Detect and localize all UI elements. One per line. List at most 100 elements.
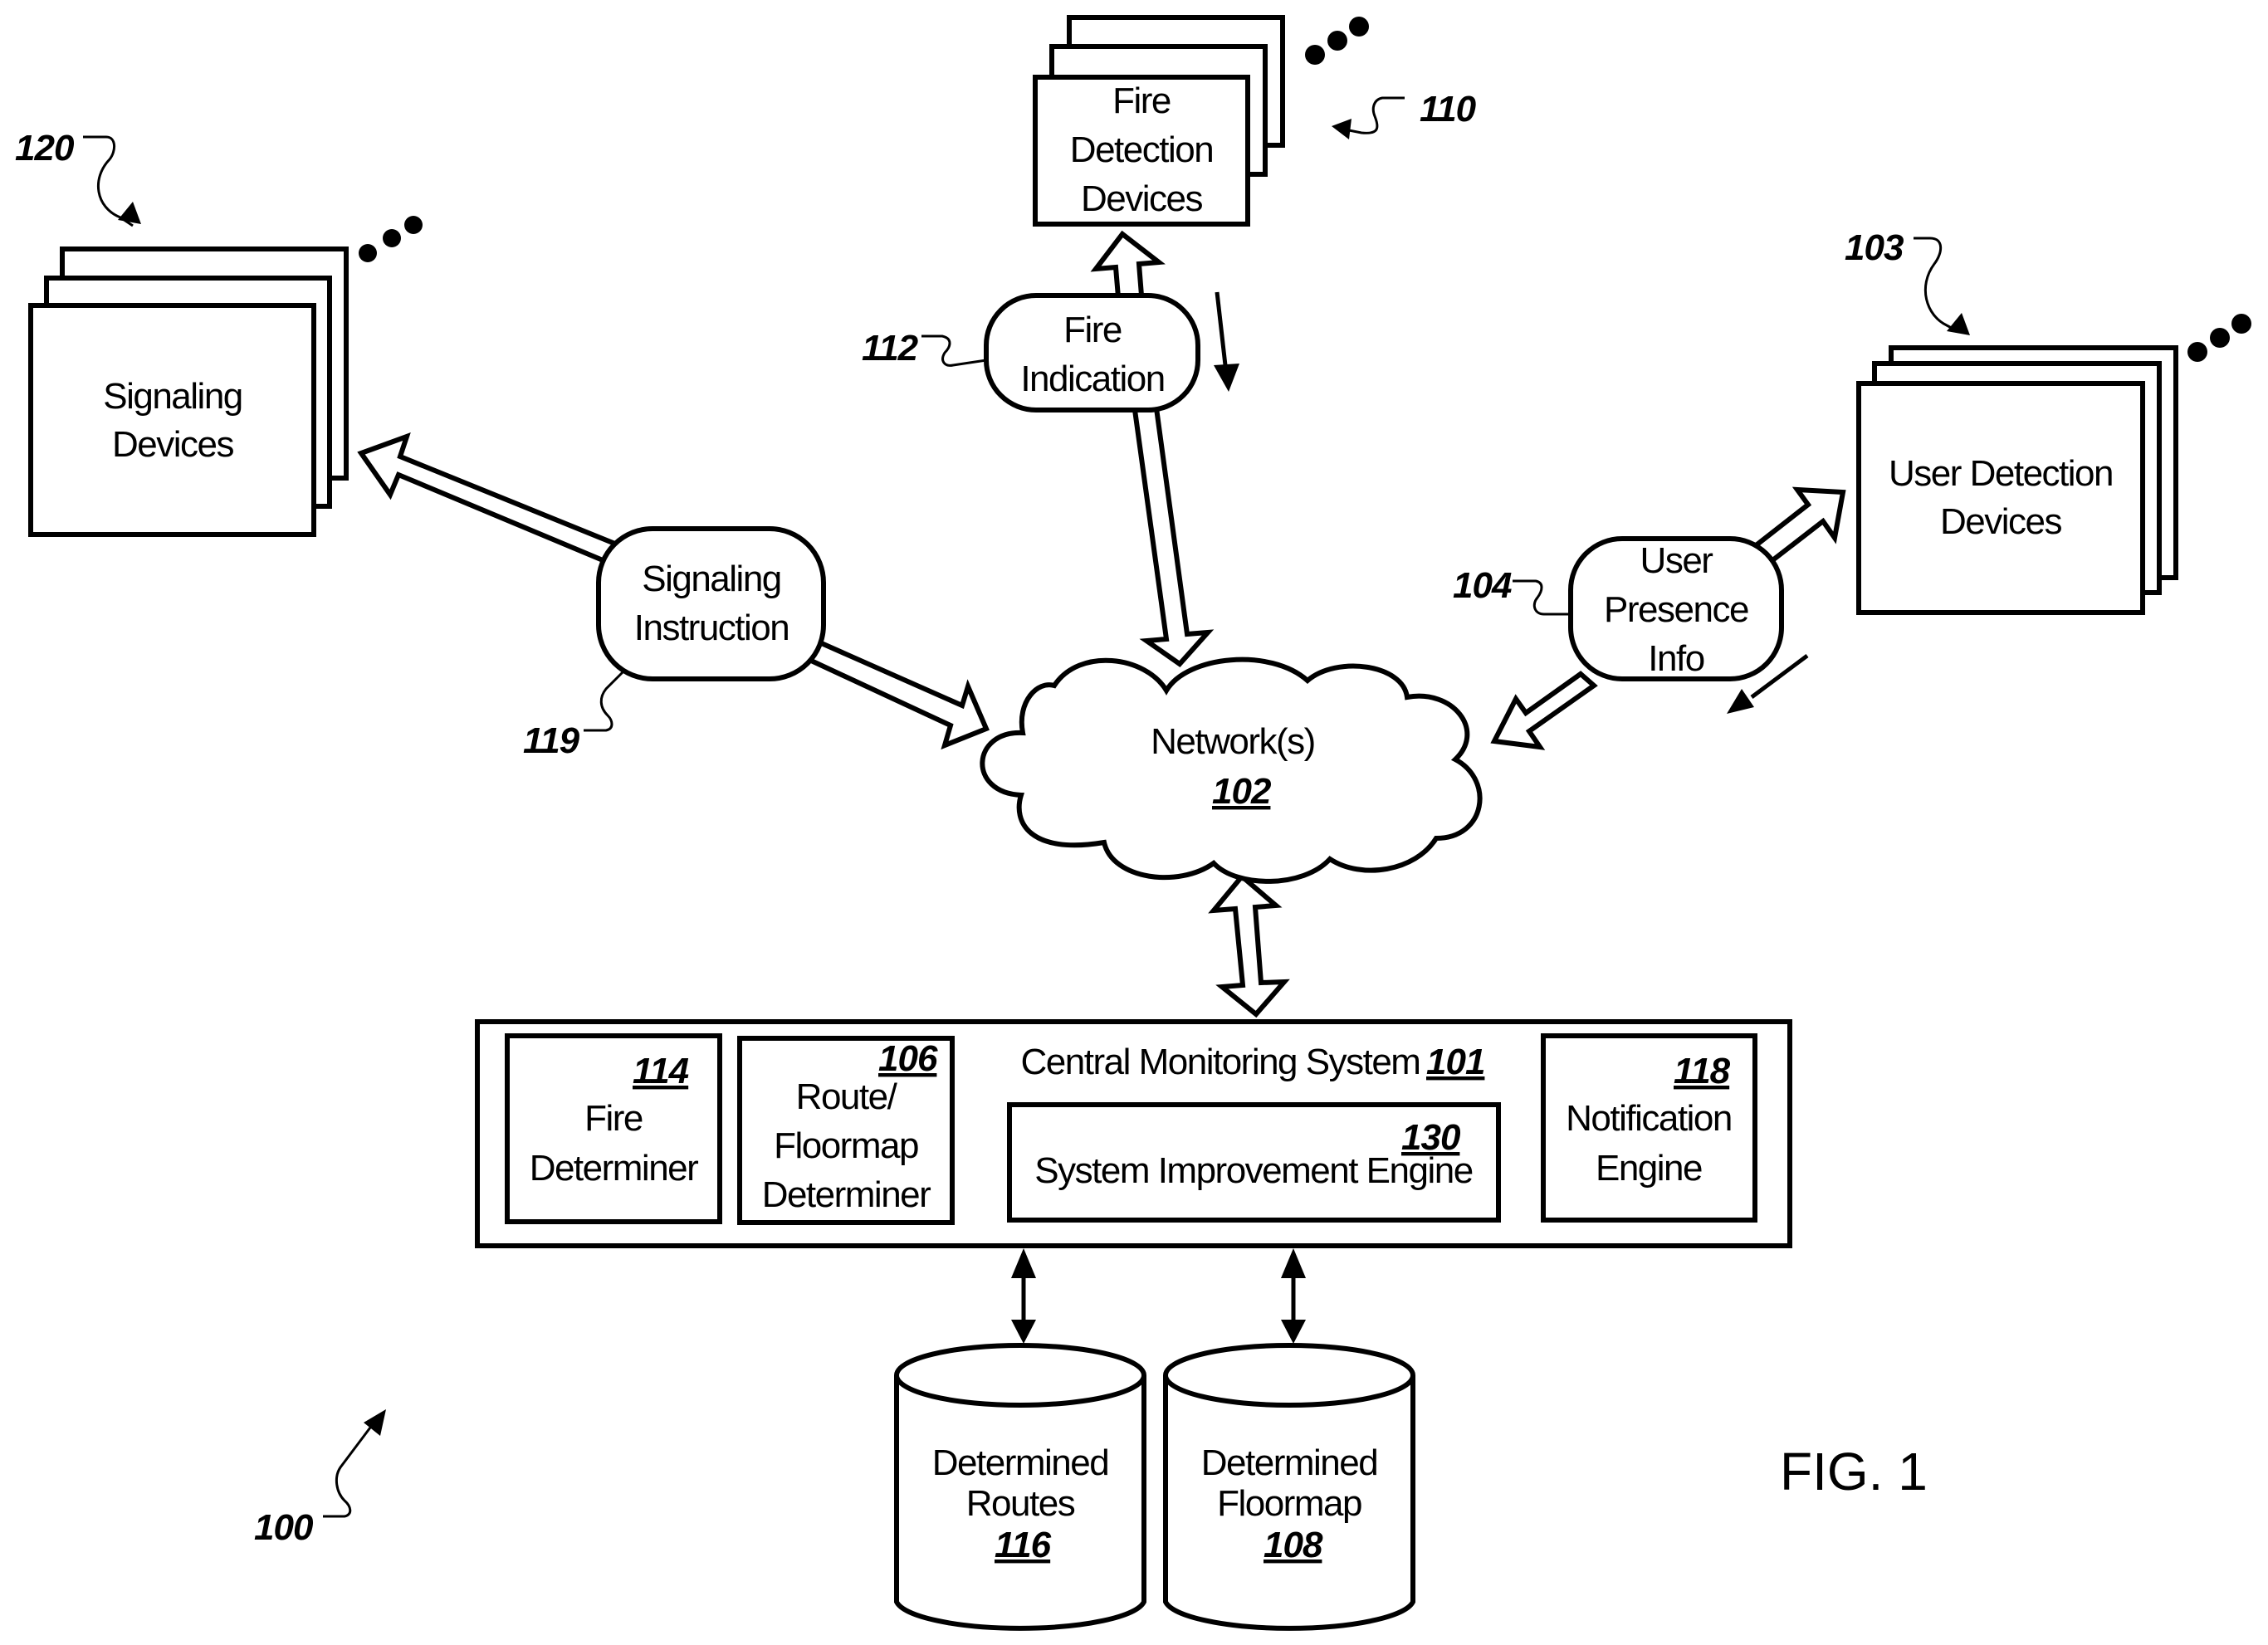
notification-engine-label-line1: Notification [1566,1098,1732,1139]
user-detection-label-line1: User Detection [1889,453,2113,494]
fire-determiner-label-line1: Fire [584,1098,643,1139]
ref-label-120: 120 [15,128,75,168]
network-cloud: Network(s) 102 [980,657,1483,884]
ref-label-104: 104 [1453,565,1512,606]
notification-engine-ref: 118 [1674,1051,1731,1091]
ellipsis-icon [1305,17,1369,65]
fire-determiner-ref: 114 [633,1051,689,1091]
ref-leader-100 [323,1420,377,1518]
ellipsis-icon [359,216,423,262]
user-presence-label-line2: Presence [1604,589,1748,630]
datastore-routes-label-line2: Routes [966,1483,1075,1524]
user-presence-info-bubble: User Presence Info [1568,536,1784,681]
route-floormap-determiner-box [737,1036,955,1225]
ref-leader-103 [1914,237,1960,334]
ref-leader-120 [83,135,134,227]
signaling-instruction-label-line2: Instruction [634,608,789,648]
user-presence-shape [1568,536,1784,681]
fire-determiner-label-line2: Determiner [530,1148,698,1189]
network-cms-double-arrow [1208,872,1290,1018]
datastore-floormap-label-line1: Determined [1201,1442,1377,1483]
ref-label-110: 110 [1420,89,1477,129]
signaling-instruction-to-devices-arrow [357,432,625,568]
route-floormap-determiner-ref: 106 [878,1038,938,1079]
notification-engine-label-line2: Engine [1596,1148,1702,1189]
system-improvement-engine-component: 130 System Improvement Engine [1007,1102,1501,1223]
cms-routes-double-arrow [1011,1248,1036,1344]
ref-label-112: 112 [862,328,919,369]
route-floormap-determiner-component: 106 Route/ Floormap Determiner [737,1036,955,1225]
ref-arrowhead-icon [1332,119,1352,139]
route-floormap-label-line1: Route/ [796,1076,898,1117]
datastore-determined-floormap: Determined Floormap 108 [1163,1343,1415,1631]
fire-indication-to-network-arrow [1132,405,1215,667]
network-label: Network(s) [1151,721,1315,762]
datastore-routes-ref: 116 [995,1525,1052,1565]
fire-indication-bubble: Fire Indication [984,293,1200,412]
notification-engine-box [1541,1033,1757,1223]
signaling-instruction-to-network-arrow [806,638,990,750]
ref-arrowhead-icon [1947,313,1970,335]
database-icon [1163,1375,1415,1631]
datastore-floormap-ref: 108 [1264,1525,1323,1565]
system-improvement-engine-box [1007,1102,1501,1223]
signaling-instruction-shape [596,526,826,681]
ref-leader-110 [1340,96,1405,134]
ref-arrowhead-icon [364,1409,386,1436]
user-presence-to-detection-arrow [1751,486,1846,564]
cms-floormap-double-arrow [1281,1248,1306,1344]
direction-arrow-line [1215,291,1228,366]
ref-label-119: 119 [523,720,580,761]
notification-engine-component: 118 Notification Engine [1541,1033,1757,1223]
cms-ref: 101 [1426,1042,1484,1082]
system-improvement-engine-ref: 130 [1401,1117,1461,1158]
fire-indication-to-detection-arrow [1090,230,1166,300]
signaling-devices-label-line1: Signaling [103,376,242,417]
ref-arrowhead-icon [118,202,141,224]
ref-label-100: 100 [254,1507,314,1548]
fire-determiner-box [505,1033,722,1224]
cloud-icon [980,657,1483,884]
datastore-floormap-label-line2: Floormap [1217,1483,1361,1524]
database-top [894,1343,1146,1408]
ellipsis-icon [2187,314,2251,362]
figure-label: FIG. 1 [1780,1442,1928,1501]
fire-determiner-component: 114 Fire Determiner [505,1033,722,1224]
fire-detection-label-line2: Detection [1070,129,1213,170]
fire-detection-label-line3: Devices [1081,178,1202,219]
system-improvement-engine-label: System Improvement Engine [1034,1150,1472,1191]
datastore-routes-label-line1: Determined [932,1442,1108,1483]
signaling-devices-stack: Signaling Devices [28,216,423,537]
signaling-instruction-bubble: Signaling Instruction [596,526,826,681]
route-floormap-label-line3: Determiner [762,1174,931,1215]
signaling-instruction-label-line1: Signaling [642,559,781,599]
direction-arrowhead-icon [1727,689,1754,714]
datastore-determined-routes: Determined Routes 116 [894,1343,1146,1631]
route-floormap-label-line2: Floormap [774,1125,918,1166]
signaling-devices-label-line2: Devices [112,424,233,465]
user-presence-label-line3: Info [1648,638,1703,679]
user-presence-label-line1: User [1640,540,1713,581]
fire-indication-label-line2: Indication [1020,359,1164,399]
user-detection-label-line2: Devices [1940,501,2061,542]
direction-arrow-line [1750,653,1809,700]
user-presence-to-network-arrow [1490,671,1598,750]
fire-detection-devices-stack: Fire Detection Devices [1033,15,1369,227]
database-top [1163,1343,1415,1408]
direction-arrowhead-icon [1214,364,1239,392]
network-ref: 102 [1212,771,1272,812]
central-monitoring-system: Central Monitoring System 101 114 Fire D… [475,1019,1792,1248]
fire-indication-shape [984,293,1200,412]
ref-leader-104 [1513,579,1571,616]
ref-leader-112 [921,334,987,367]
fire-detection-card-front [1033,75,1250,227]
fire-detection-label-line1: Fire [1112,81,1171,121]
ref-leader-119 [584,668,627,732]
user-detection-devices-stack: User Detection Devices [1856,314,2251,615]
ref-label-103: 103 [1845,227,1904,268]
user-detection-card-front [1856,381,2145,615]
cms-label: Central Monitoring System [1021,1042,1420,1082]
database-icon [894,1375,1146,1631]
fire-indication-label-line1: Fire [1063,310,1122,350]
